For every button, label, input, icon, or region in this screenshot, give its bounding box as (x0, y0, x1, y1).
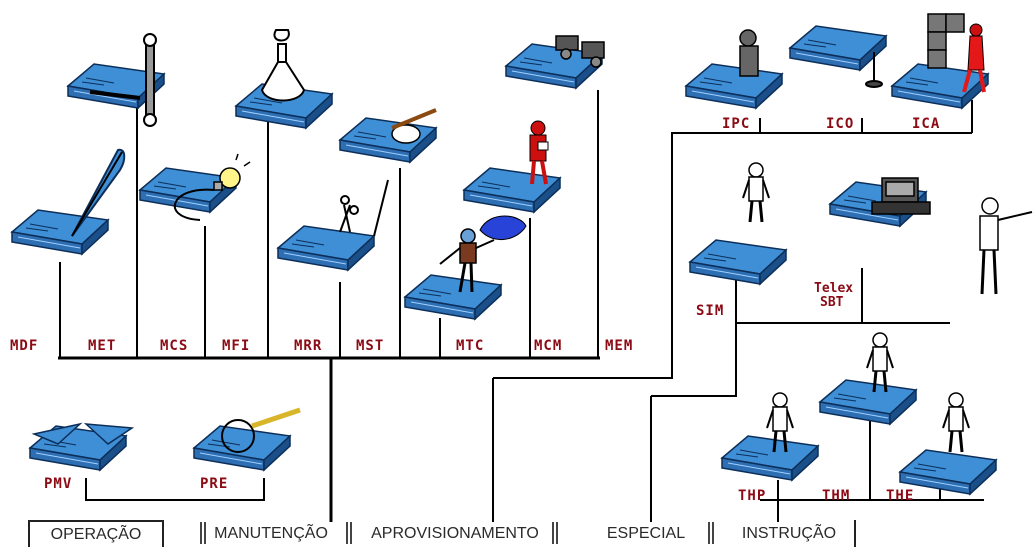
manual-book-mrr[interactable] (278, 226, 374, 270)
code-label-mst: MST (356, 338, 384, 354)
code-label-met: MET (88, 338, 116, 354)
tab-instrucao[interactable]: INSTRUÇÃO (724, 520, 856, 547)
manual-book-mdf[interactable] (12, 210, 108, 254)
code-label-mdf: MDF (10, 338, 38, 354)
code-label-mem: MEM (605, 338, 633, 354)
the-person-icon (943, 393, 969, 452)
code-label-telex-line2: SBT (820, 295, 844, 310)
code-label-telex-line1: Telex (814, 281, 853, 296)
code-label-mcm: MCM (534, 338, 562, 354)
manual-book-mst[interactable] (340, 118, 436, 162)
code-label-thm: THM (822, 488, 850, 504)
tab-especial[interactable]: ESPECIAL (600, 520, 692, 547)
code-label-ipc: IPC (722, 116, 750, 132)
code-label-pmv: PMV (44, 476, 72, 492)
scissors-icon (340, 180, 388, 236)
instructor-pointing-icon (980, 198, 1032, 294)
manual-book-thp[interactable] (722, 436, 818, 480)
manual-book-ipc[interactable] (686, 64, 782, 108)
manual-book-thm[interactable] (820, 380, 916, 424)
code-label-mrr: MRR (294, 338, 322, 354)
blue-cloth-icon (480, 216, 526, 240)
tab-separator (346, 522, 352, 544)
code-label-ico: ICO (826, 116, 854, 132)
manual-book-ica[interactable] (892, 64, 988, 108)
manual-book-mtc[interactable] (405, 275, 501, 319)
code-label-thp: THP (738, 488, 766, 504)
tab-manutencao[interactable]: MANUTENÇÃO (206, 520, 336, 547)
sim-person-icon (743, 163, 769, 222)
code-label-pre: PRE (200, 476, 228, 492)
code-label-the: THE (886, 488, 914, 504)
ipc-figure-icon (740, 30, 758, 76)
code-label-mfi: MFI (222, 338, 250, 354)
manual-book-pre[interactable] (194, 426, 290, 470)
manual-book-the[interactable] (900, 450, 996, 494)
flask-icon (262, 30, 304, 101)
tab-aprovisionamento[interactable]: APROVISIONAMENTO (360, 520, 550, 547)
code-label-mcs: MCS (160, 338, 188, 354)
manual-book-sim[interactable] (690, 240, 786, 284)
ica-boxes-icon (928, 14, 964, 68)
tab-operacao[interactable]: OPERAÇÃO (28, 520, 164, 547)
code-label-sim: SIM (696, 303, 724, 319)
manual-book-ico[interactable] (790, 26, 886, 70)
code-label-ica: ICA (912, 116, 940, 132)
code-label-mtc: MTC (456, 338, 484, 354)
tab-separator (552, 522, 558, 544)
tab-separator (708, 522, 714, 544)
